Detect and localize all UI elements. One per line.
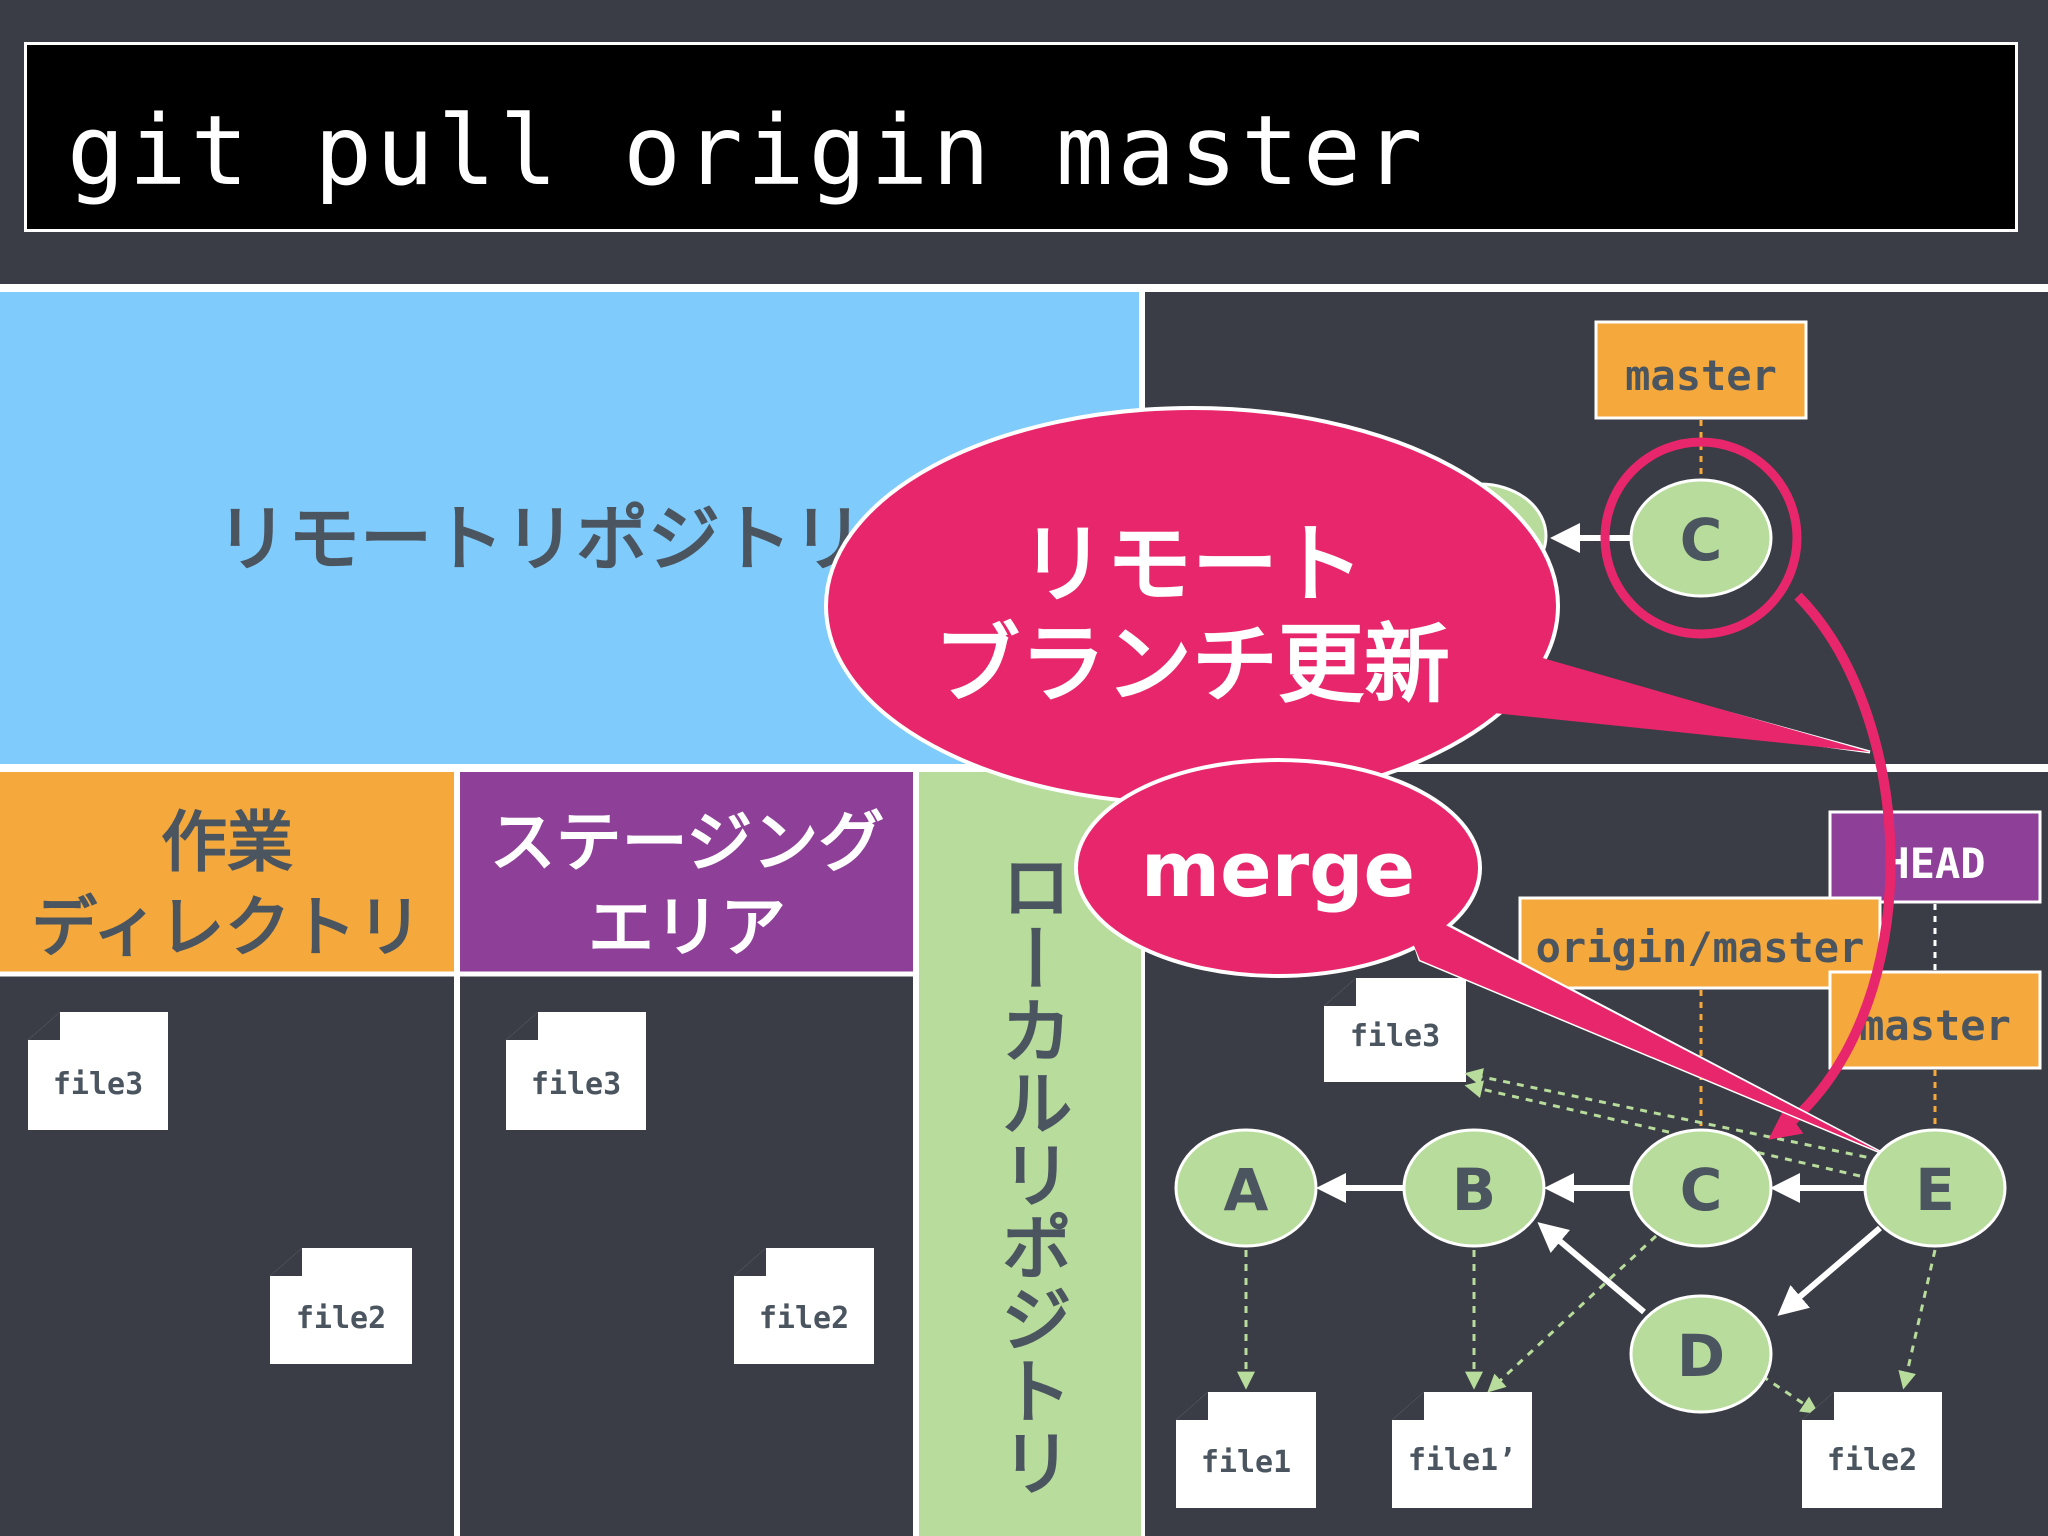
working-dir-header [0, 772, 454, 972]
highlight-ring [1600, 437, 1802, 639]
file-label: file1 [1201, 1445, 1291, 1480]
remote-commit-c-label: C [1680, 506, 1723, 574]
file-icon: file1’ [1392, 1392, 1532, 1508]
file-label: file1’ [1408, 1443, 1516, 1478]
commit-node: D [1629, 1294, 1773, 1414]
staging-area-label-1: ステージング [490, 804, 885, 881]
local-master-label: master [1859, 1001, 2011, 1050]
command-title: git pull origin master [67, 95, 1427, 207]
working-dir-label-2: ディレクトリ [31, 889, 422, 966]
file-icon: file3 [506, 1012, 646, 1130]
remote-repo-label: リモートリポジトリ [216, 497, 864, 581]
commit-node: A [1174, 1128, 1318, 1248]
origin-master-label: origin/master [1536, 923, 1865, 972]
remote-update-callout: リモート ブランチ更新 [824, 406, 1871, 806]
file-label: file3 [531, 1067, 621, 1102]
remote-master-label: master [1625, 351, 1777, 400]
remote-commit-c [1629, 478, 1773, 598]
remote-master-label-box [1594, 320, 1808, 420]
remote-update-text-1: リモート [1020, 515, 1364, 615]
commit-edges [1316, 1173, 1882, 1316]
merge-callout: merge [1074, 758, 1881, 1154]
fetch-arrow [1768, 592, 1896, 1140]
staging-area-label-2: エリア [588, 889, 786, 966]
staging-area-header [460, 772, 913, 972]
file-icon: file2 [734, 1248, 874, 1364]
file-icon: file2 [1802, 1392, 1942, 1508]
commit-label: C [1680, 1156, 1723, 1224]
file-icon: file2 [270, 1248, 412, 1364]
commit-label: A [1224, 1156, 1269, 1224]
remote-update-text-2: ブランチ更新 [934, 615, 1450, 715]
working-dir-label-1: 作業 [161, 804, 293, 881]
file-icon: file3 [1324, 978, 1466, 1082]
merge-text: merge [1141, 825, 1415, 914]
local-repo-label: ローカルリポジトリ [988, 850, 1072, 1498]
commit-node: C [1629, 1128, 1773, 1248]
commit-label: D [1677, 1322, 1725, 1390]
commit-node: E [1863, 1128, 2007, 1248]
file-icon: file3 [28, 1012, 168, 1130]
commit-label: B [1452, 1156, 1496, 1224]
commit-label: E [1915, 1156, 1955, 1224]
commit-node: B [1402, 1128, 1546, 1248]
file-icon: file1 [1176, 1392, 1316, 1508]
head-label: HEAD [1884, 839, 1985, 888]
command-title-box: git pull origin master [24, 42, 2018, 232]
file-label: file2 [759, 1301, 849, 1336]
origin-master-label-box [1518, 896, 1882, 990]
file-links [1237, 1068, 1937, 1414]
file-label: file3 [53, 1067, 143, 1102]
head-label-box [1828, 810, 2042, 904]
file-label: file2 [296, 1301, 386, 1336]
file-label: file2 [1827, 1443, 1917, 1478]
file-label: file3 [1350, 1019, 1440, 1054]
